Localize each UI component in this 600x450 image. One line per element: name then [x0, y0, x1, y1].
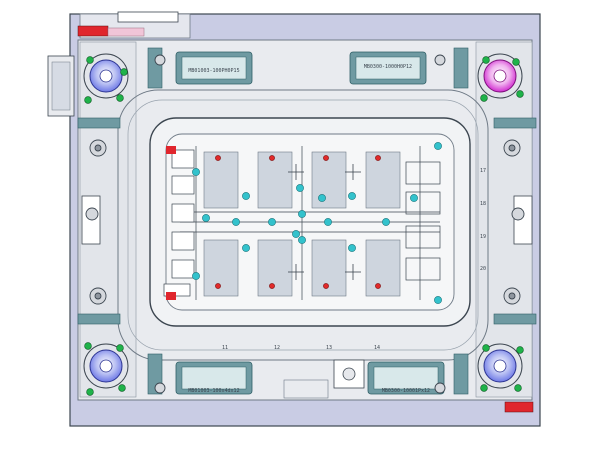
corner-marker-bottom-left — [166, 292, 176, 300]
green-screw — [116, 344, 124, 352]
return-pin — [318, 194, 326, 202]
pad-bottom-right: MB0300-10001Px12 — [367, 361, 445, 395]
return-pin — [232, 218, 240, 226]
grid-numbers-bottom: 11 12 13 14 — [222, 345, 380, 351]
grid-number: 13 — [326, 345, 332, 351]
return-pin — [192, 272, 200, 280]
green-screw — [86, 388, 94, 396]
green-screw — [86, 56, 94, 64]
ejector-pin — [323, 155, 329, 161]
ejector-pin — [215, 155, 221, 161]
teal-brackets — [77, 47, 537, 395]
plate-bolts — [85, 54, 525, 394]
bottom-red-marker — [504, 401, 534, 413]
return-pin — [242, 192, 250, 200]
return-pin — [202, 214, 210, 222]
return-pin — [292, 230, 300, 238]
return-pin — [298, 236, 306, 244]
grid-number: 18 — [480, 201, 486, 207]
ejector-pin — [375, 155, 381, 161]
return-pin — [298, 210, 306, 218]
cavity-outer-boundary — [117, 89, 489, 361]
grid-numbers-right: 17 18 19 20 — [480, 168, 486, 272]
return-pin — [324, 218, 332, 226]
ejector-pin — [269, 283, 275, 289]
return-pin — [242, 244, 250, 252]
green-screw — [514, 384, 522, 392]
pad-bottom-left: MB01003-100x4dx12 — [175, 361, 253, 395]
pad-top-left: MB01003-100PH0P15 — [175, 51, 253, 85]
green-screw — [516, 90, 524, 98]
grid-number: 19 — [480, 234, 486, 240]
return-pin — [296, 184, 304, 192]
ejector-pins — [215, 155, 381, 289]
green-screw — [512, 58, 520, 66]
gate-crosshairs — [288, 164, 361, 280]
left-side-bracket-inner — [51, 61, 71, 111]
corner-marker-top-left — [166, 146, 176, 154]
return-pin — [410, 194, 418, 202]
return-pin — [348, 192, 356, 200]
right-slide-ribs — [405, 161, 441, 281]
return-pin — [434, 296, 442, 304]
top-bracket — [117, 11, 179, 23]
cavity-runout — [127, 99, 479, 351]
pink-marker-top — [107, 27, 145, 37]
sprue-hole — [342, 367, 356, 381]
ejector-pin — [269, 155, 275, 161]
return-pins — [192, 142, 442, 304]
ejector-pin — [323, 283, 329, 289]
green-screw — [482, 344, 490, 352]
guide-boss-top-right — [477, 53, 523, 99]
return-pin — [434, 142, 442, 150]
grid-number: 14 — [374, 345, 380, 351]
ejector-pin — [215, 283, 221, 289]
return-pin — [348, 244, 356, 252]
return-pin — [268, 218, 276, 226]
pad-top-right-label: MB0300-1000H0P12 — [364, 64, 412, 70]
green-screw — [480, 384, 488, 392]
grid-number: 17 — [480, 168, 486, 174]
bottom-plate-notch — [283, 379, 329, 399]
guide-boss-bottom-right — [477, 343, 523, 389]
pad-top-right: MB0300-1000H0P12 — [349, 51, 427, 85]
green-screw — [516, 346, 524, 354]
green-screw — [118, 384, 126, 392]
grid-number: 11 — [222, 345, 228, 351]
pad-bottom-right-label: MB0300-10001Px12 — [382, 388, 430, 394]
cavity-ribs — [203, 151, 401, 297]
ejector-pin — [375, 283, 381, 289]
green-screw — [116, 94, 124, 102]
guide-boss-top-left — [83, 53, 129, 99]
grid-number: 12 — [274, 345, 280, 351]
return-pin — [192, 168, 200, 176]
green-screw — [84, 96, 92, 104]
green-screw — [480, 94, 488, 102]
pad-bottom-left-label: MB01003-100x4dx12 — [188, 388, 239, 394]
red-marker-top — [77, 25, 109, 37]
green-screw — [482, 56, 490, 64]
green-screw — [120, 68, 128, 76]
guide-boss-bottom-left — [83, 343, 129, 389]
green-screw — [84, 342, 92, 350]
grid-number: 20 — [480, 266, 486, 272]
green-screws — [84, 56, 524, 396]
left-lifters — [163, 149, 195, 297]
pad-top-left-label: MB01003-100PH0P15 — [188, 68, 239, 74]
return-pin — [382, 218, 390, 226]
